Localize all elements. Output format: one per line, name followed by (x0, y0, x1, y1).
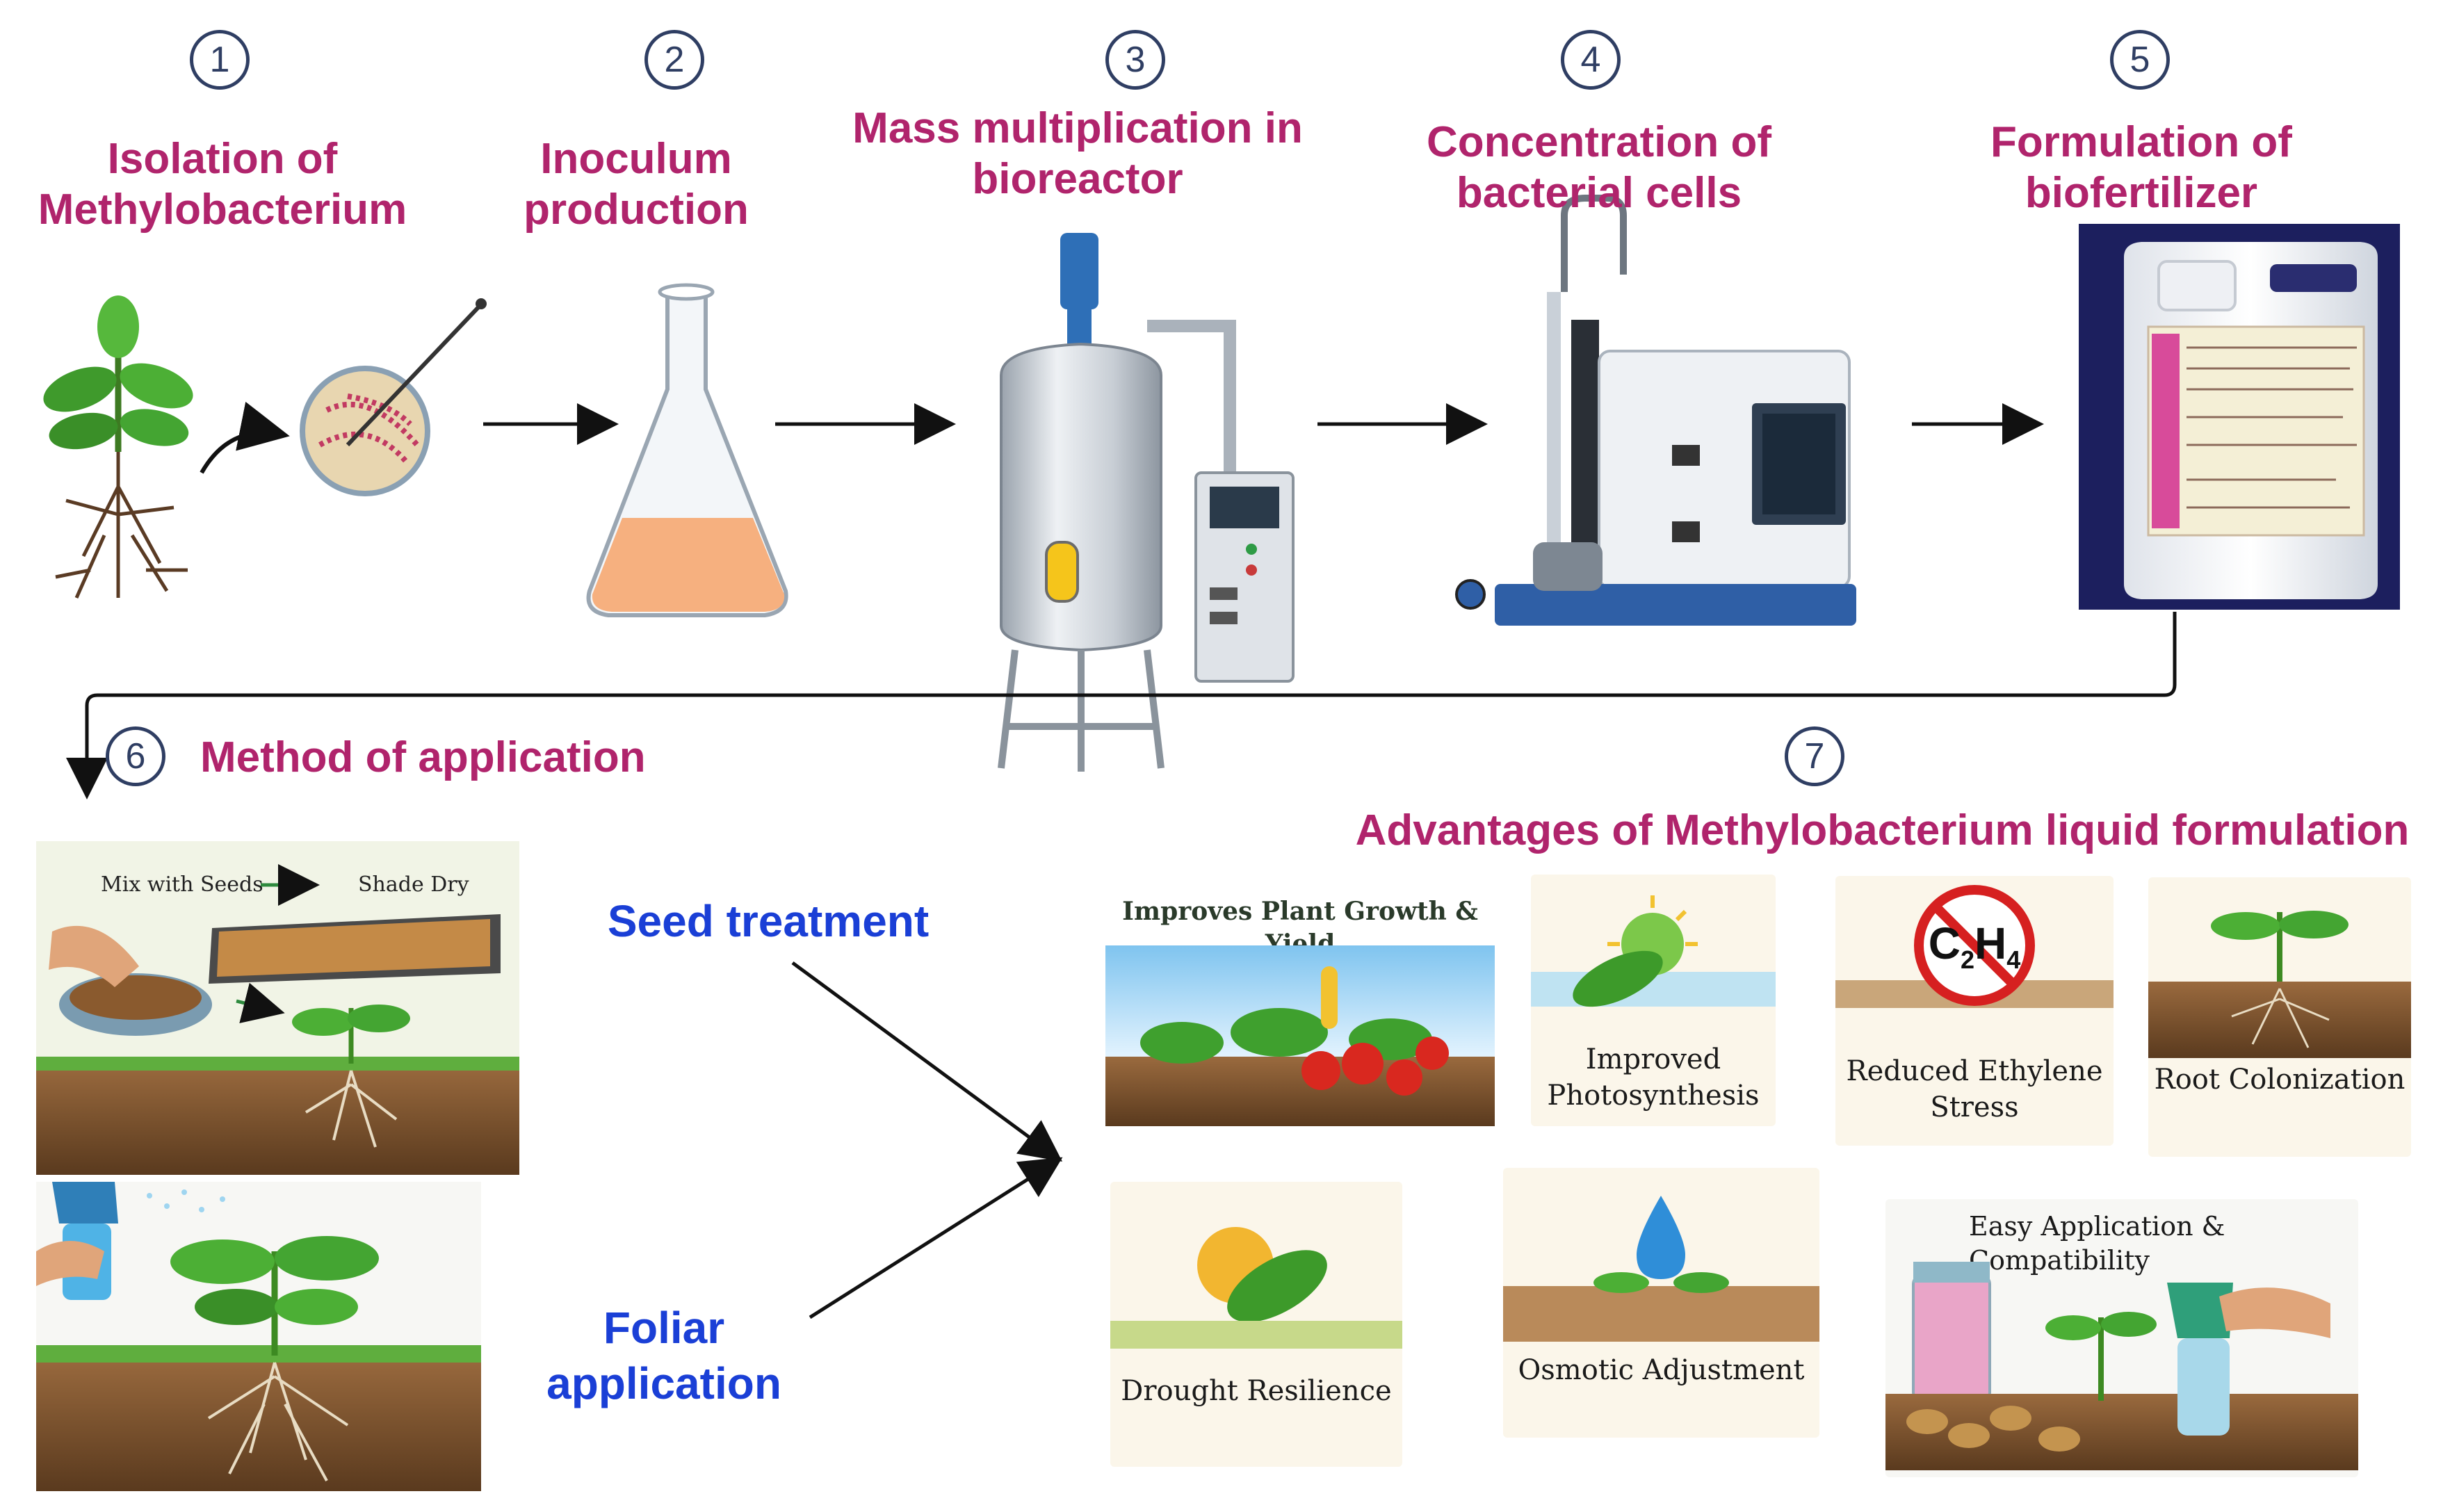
connector-to-application (66, 612, 2177, 799)
arrow-1a (200, 401, 290, 474)
advantage-label: Osmotic Adjustment (1518, 1354, 1805, 1386)
foliar-application-label: Foliar application (546, 1303, 781, 1408)
arrow-seed-to-advantages (791, 961, 1063, 1162)
advantage-label: Easy Application & Compatibility (1969, 1211, 2225, 1276)
advantage-card-easy-application: Easy Application & Compatibility (1885, 1199, 2358, 1477)
step-3-title: Mass multiplication in bioreactor (852, 104, 1303, 204)
bioreactor-illustration (998, 233, 1295, 772)
step-4-number: 4 (1561, 30, 1621, 90)
biofertilizer-jug-photo (2079, 224, 2400, 610)
step-5-number: 5 (2110, 30, 2170, 90)
arrow-foliar-to-advantages (809, 1157, 1063, 1319)
step-6-number: 6 (106, 726, 165, 786)
step-3-number: 3 (1105, 30, 1165, 90)
step-7-title: Advantages of Methylobacterium liquid fo… (1355, 806, 2410, 854)
step-6-title: Method of application (200, 733, 646, 781)
seed-treatment-image (36, 841, 519, 1175)
step-1-number: 1 (190, 30, 250, 90)
step-2-title: Inoculum production (524, 135, 749, 234)
advantage-label: Reduced Ethylene Stress (1846, 1055, 2103, 1123)
conical-flask-illustration (586, 283, 788, 617)
advantage-card-growth-yield: Improves Plant Growth & Yield (1098, 883, 1502, 1133)
advantage-label: Drought Resilience (1121, 1375, 1392, 1407)
mix-with-seeds-caption: Mix with Seeds (101, 872, 263, 897)
shade-dry-caption: Shade Dry (358, 872, 469, 897)
advantage-card-root-colonization: Root Colonization (2148, 877, 2411, 1157)
plant-with-roots-illustration (43, 295, 193, 599)
foliar-application-image (36, 1182, 481, 1491)
advantage-card-drought: Drought Resilience (1110, 1182, 1402, 1467)
advantage-label: Improved Photosynthesis (1547, 1043, 1760, 1112)
cell-concentrator-illustration (1455, 195, 1856, 626)
advantage-card-photosynthesis: Improved Photosynthesis (1531, 875, 1776, 1126)
ethylene-formula: C2H4 (1928, 918, 2021, 974)
advantage-label: Root Colonization (2154, 1064, 2406, 1096)
advantage-card-osmotic: Osmotic Adjustment (1503, 1168, 1819, 1438)
seed-treatment-label: Seed treatment (607, 896, 930, 946)
advantage-card-ethylene: C2H4 Reduced Ethylene Stress (1835, 876, 2114, 1146)
step-7-number: 7 (1785, 726, 1844, 786)
step-2-number: 2 (644, 30, 704, 90)
step-5-title: Formulation of biofertilizer (1990, 118, 2292, 218)
step-4-title: Concentration of bacterial cells (1427, 118, 1771, 218)
step-1-title: Isolation of Methylobacterium (38, 135, 407, 234)
petri-dish-illustration (300, 298, 487, 496)
